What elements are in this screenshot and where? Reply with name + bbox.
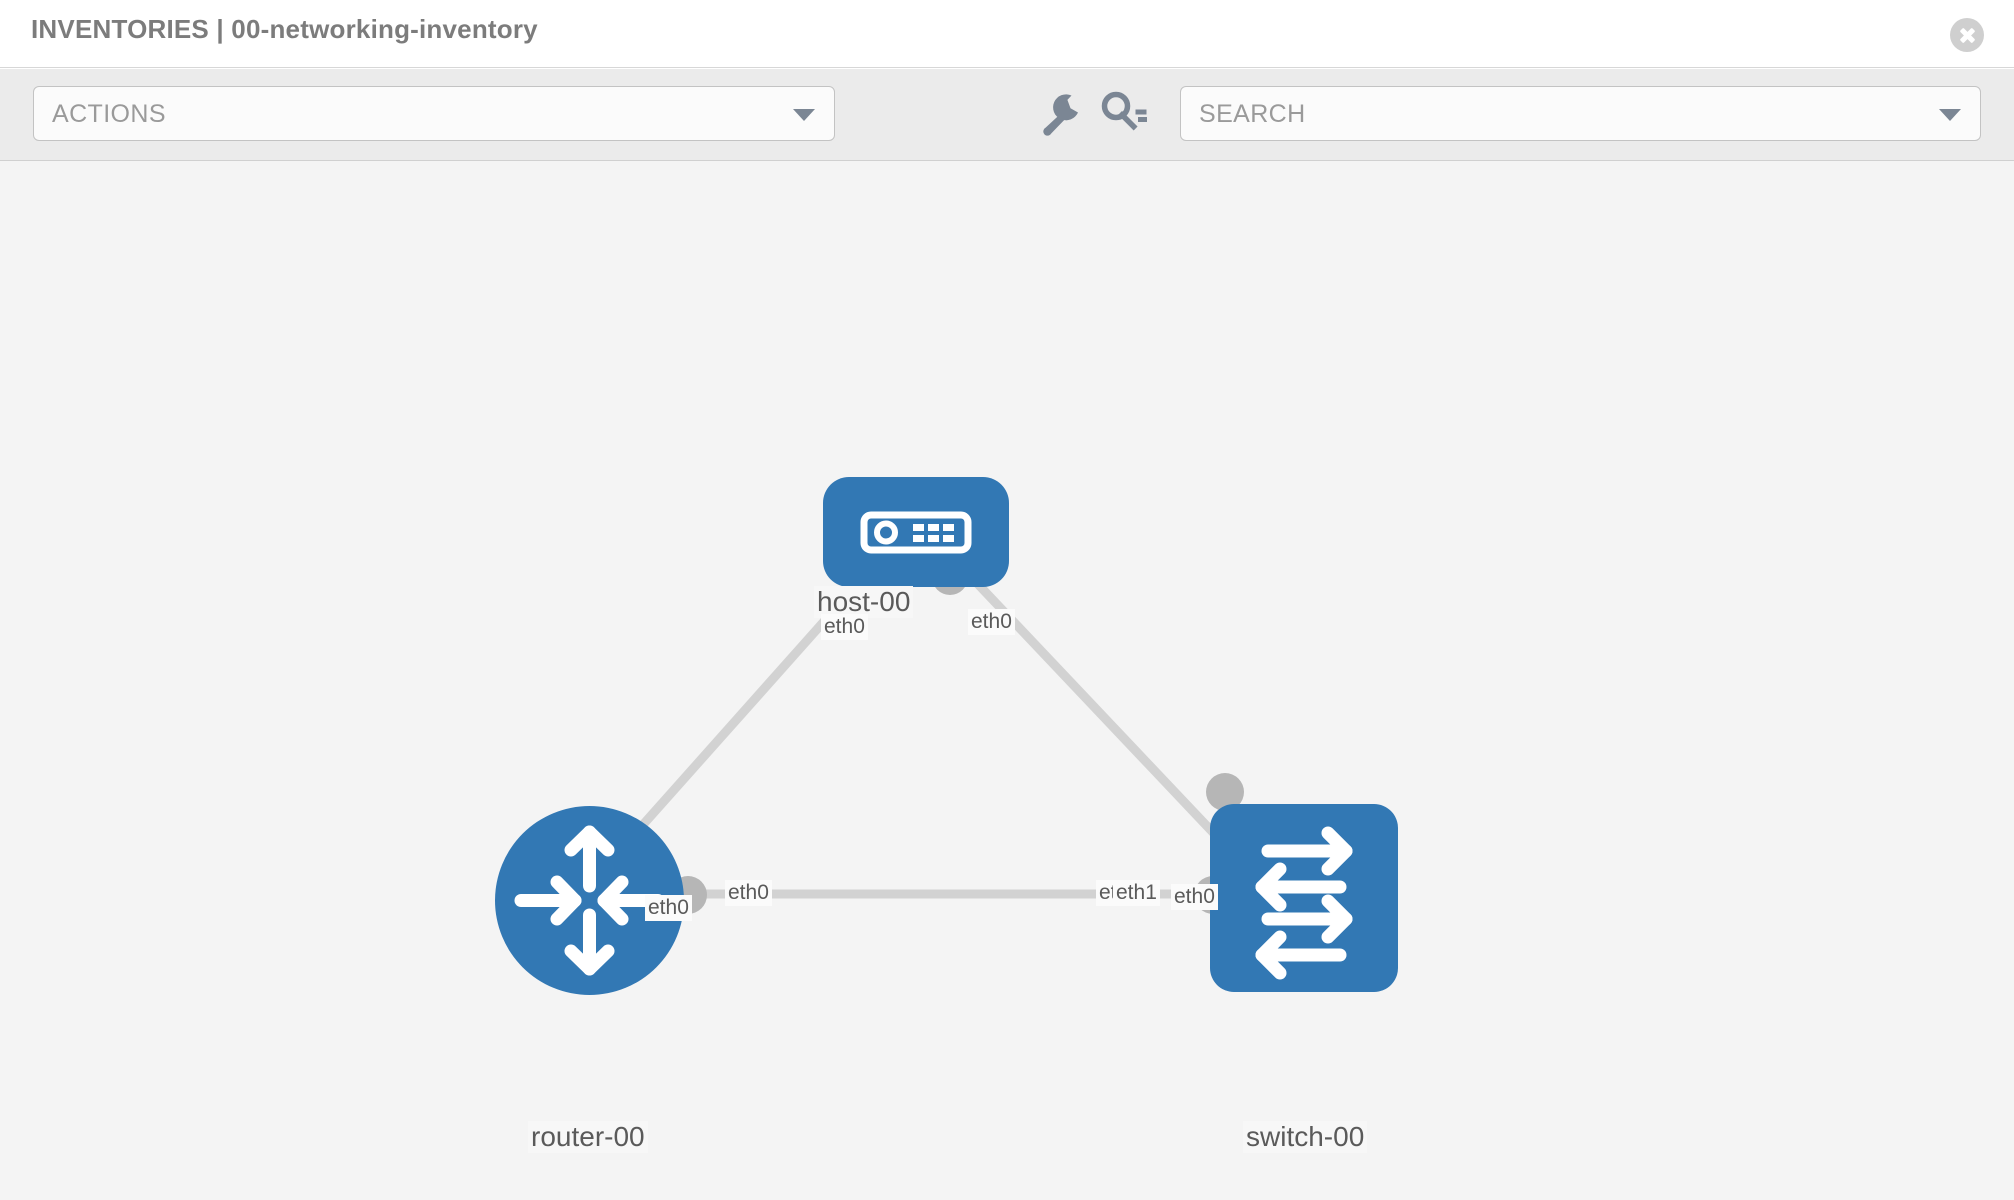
edge-label-router-up: eth0 xyxy=(645,895,692,921)
edge-label-switch-left-b: eth1 xyxy=(1113,880,1160,906)
key-icon[interactable] xyxy=(1098,87,1150,139)
chevron-down-icon xyxy=(793,108,815,121)
search-input[interactable]: SEARCH xyxy=(1180,86,1981,141)
page-header: INVENTORIES | 00-networking-inventory xyxy=(0,0,2014,68)
edge-label-router-right: eth0 xyxy=(725,880,772,906)
edge-label-host-right: eth0 xyxy=(968,609,1015,635)
edge-host-switch xyxy=(971,577,1244,865)
node-host-00[interactable] xyxy=(823,477,1009,587)
search-placeholder: SEARCH xyxy=(1199,100,1306,128)
actions-dropdown-label: ACTIONS xyxy=(52,100,166,128)
edge-label-switch-up: eth0 xyxy=(1171,884,1218,910)
page-title: INVENTORIES | 00-networking-inventory xyxy=(31,14,538,44)
topology-canvas[interactable]: host-00 router-00 switch-00 eth0 eth0 et… xyxy=(0,161,2014,1200)
edge-label-host-left: eth0 xyxy=(821,614,868,640)
toolbar: ACTIONS SEARCH xyxy=(0,69,2014,161)
topology-edges xyxy=(596,577,1244,899)
node-label-switch: switch-00 xyxy=(1243,1121,1368,1153)
actions-dropdown[interactable]: ACTIONS xyxy=(33,86,835,141)
wrench-icon[interactable] xyxy=(1033,87,1085,139)
node-label-router: router-00 xyxy=(528,1121,648,1153)
close-icon[interactable] xyxy=(1950,18,1984,52)
node-switch-00[interactable] xyxy=(1210,804,1398,992)
node-label-host: host-00 xyxy=(814,586,914,618)
chevron-down-icon xyxy=(1939,108,1961,121)
